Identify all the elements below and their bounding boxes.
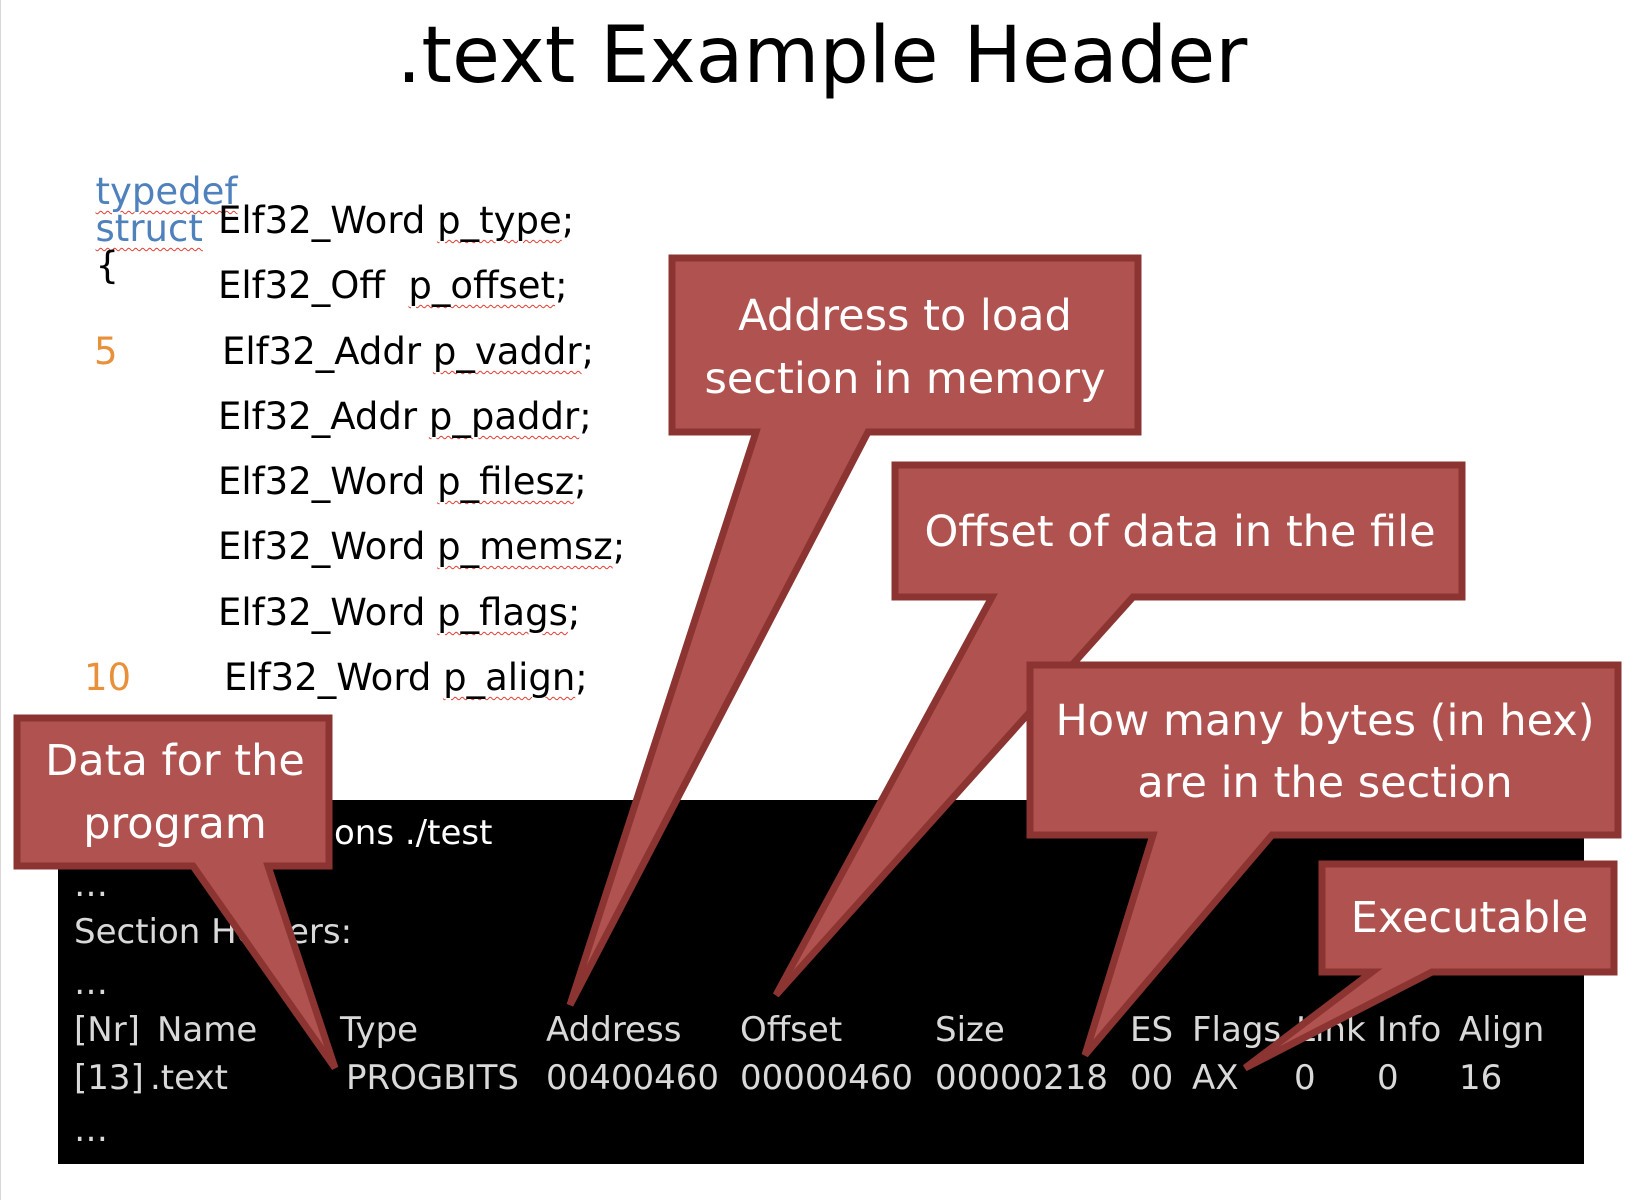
- callout-executable: Executable: [1350, 892, 1589, 943]
- row-13-offset: 00000460: [740, 1058, 914, 1098]
- keyword-struct: struct: [95, 207, 203, 250]
- field-end: ;: [579, 395, 592, 438]
- code-line-p-offset: Elf32_Off p_offset;: [218, 267, 568, 304]
- field-name: p_offset: [408, 264, 556, 307]
- row-13-flags: AX: [1192, 1058, 1239, 1098]
- callout-address: Address to load section in memory: [704, 291, 1106, 404]
- line-number-5: 5: [94, 330, 118, 373]
- field-type: Elf32_Word: [218, 591, 426, 634]
- field-end: ;: [555, 264, 568, 307]
- callout-program: Data for the program: [45, 736, 305, 849]
- col-header-info: Info: [1377, 1010, 1442, 1050]
- code-line-p-paddr: Elf32_Addr p_paddr;: [218, 398, 592, 435]
- code-line-p-align: Elf32_Word p_align;: [224, 659, 588, 696]
- row-13-link: 0: [1294, 1058, 1316, 1098]
- field-type: Elf32_Off: [218, 264, 397, 307]
- row-13-name: .text: [150, 1058, 228, 1098]
- row-13-address: 00400460: [546, 1058, 720, 1098]
- callout-offset-shape: [772, 461, 1466, 998]
- col-header-type: Type: [340, 1010, 419, 1050]
- code-line-p-type: Elf32_Word p_type;: [218, 202, 574, 239]
- callout-program-shape: [13, 714, 339, 1071]
- field-name: p_type: [437, 199, 562, 242]
- slide-title: .text Example Header: [396, 11, 1248, 101]
- row-13-nr: [13]: [74, 1058, 144, 1098]
- keyword-typedef: typedef: [95, 170, 238, 213]
- row-13-size: 00000218: [935, 1058, 1109, 1098]
- code-line-p-flags: Elf32_Word p_flags;: [218, 594, 580, 631]
- col-header-es: ES: [1130, 1010, 1174, 1050]
- code-line-p-memsz: Elf32_Word p_memsz;: [218, 528, 625, 565]
- callout-size: How many bytes (in hex) are in the secti…: [1055, 695, 1595, 808]
- terminal-command: ons ./test: [334, 813, 493, 853]
- col-header-align: Align: [1459, 1010, 1545, 1050]
- code-line-p-vaddr: Elf32_Addr p_vaddr;: [222, 333, 594, 370]
- open-brace: {: [95, 244, 120, 287]
- field-type: Elf32_Word: [218, 525, 426, 568]
- terminal-ellipsis-2: …: [74, 963, 108, 1003]
- field-name: p_memsz: [437, 525, 613, 568]
- field-type: Elf32_Addr: [218, 395, 418, 438]
- col-header-flags: Flags: [1192, 1010, 1282, 1050]
- line-number-10: 10: [84, 656, 132, 699]
- callout-executable-shape: [1242, 860, 1618, 1072]
- field-name: p_vaddr: [432, 330, 582, 373]
- terminal-ellipsis-3: …: [74, 1110, 108, 1150]
- field-name: p_align: [443, 656, 576, 699]
- field-end: ;: [561, 199, 575, 242]
- col-header-size: Size: [935, 1010, 1005, 1050]
- field-type: Elf32_Word: [218, 460, 426, 503]
- callout-size-shape: [1026, 661, 1622, 1058]
- col-header-name: Name: [157, 1010, 258, 1050]
- field-type: Elf32_Addr: [222, 330, 422, 373]
- field-end: ;: [574, 460, 587, 503]
- field-type: Elf32_Word: [224, 656, 432, 699]
- row-13-es: 00: [1130, 1058, 1174, 1098]
- field-type: Elf32_Word: [218, 199, 426, 242]
- field-end: ;: [581, 330, 595, 373]
- field-name: p_filesz: [437, 460, 575, 503]
- code-line-p-filesz: Elf32_Word p_filesz;: [218, 463, 587, 500]
- row-13-type: PROGBITS: [346, 1058, 519, 1098]
- field-end: ;: [567, 591, 581, 634]
- field-end: ;: [612, 525, 626, 568]
- section-headers-label-b: ers:: [288, 912, 353, 952]
- col-header-nr: [Nr]: [74, 1010, 140, 1050]
- row-13-align: 16: [1459, 1058, 1503, 1098]
- terminal-ellipsis-1: …: [74, 865, 108, 905]
- col-header-offset: Offset: [740, 1010, 843, 1050]
- col-header-address: Address: [546, 1010, 682, 1050]
- field-name: p_flags: [437, 591, 568, 634]
- field-end: ;: [575, 656, 588, 699]
- code-line-typedef: typedef struct {: [72, 136, 238, 287]
- row-13-info: 0: [1377, 1058, 1399, 1098]
- callout-address-shape: [566, 254, 1142, 1007]
- field-name: p_paddr: [428, 395, 580, 438]
- callout-offset: Offset of data in the file: [924, 507, 1436, 558]
